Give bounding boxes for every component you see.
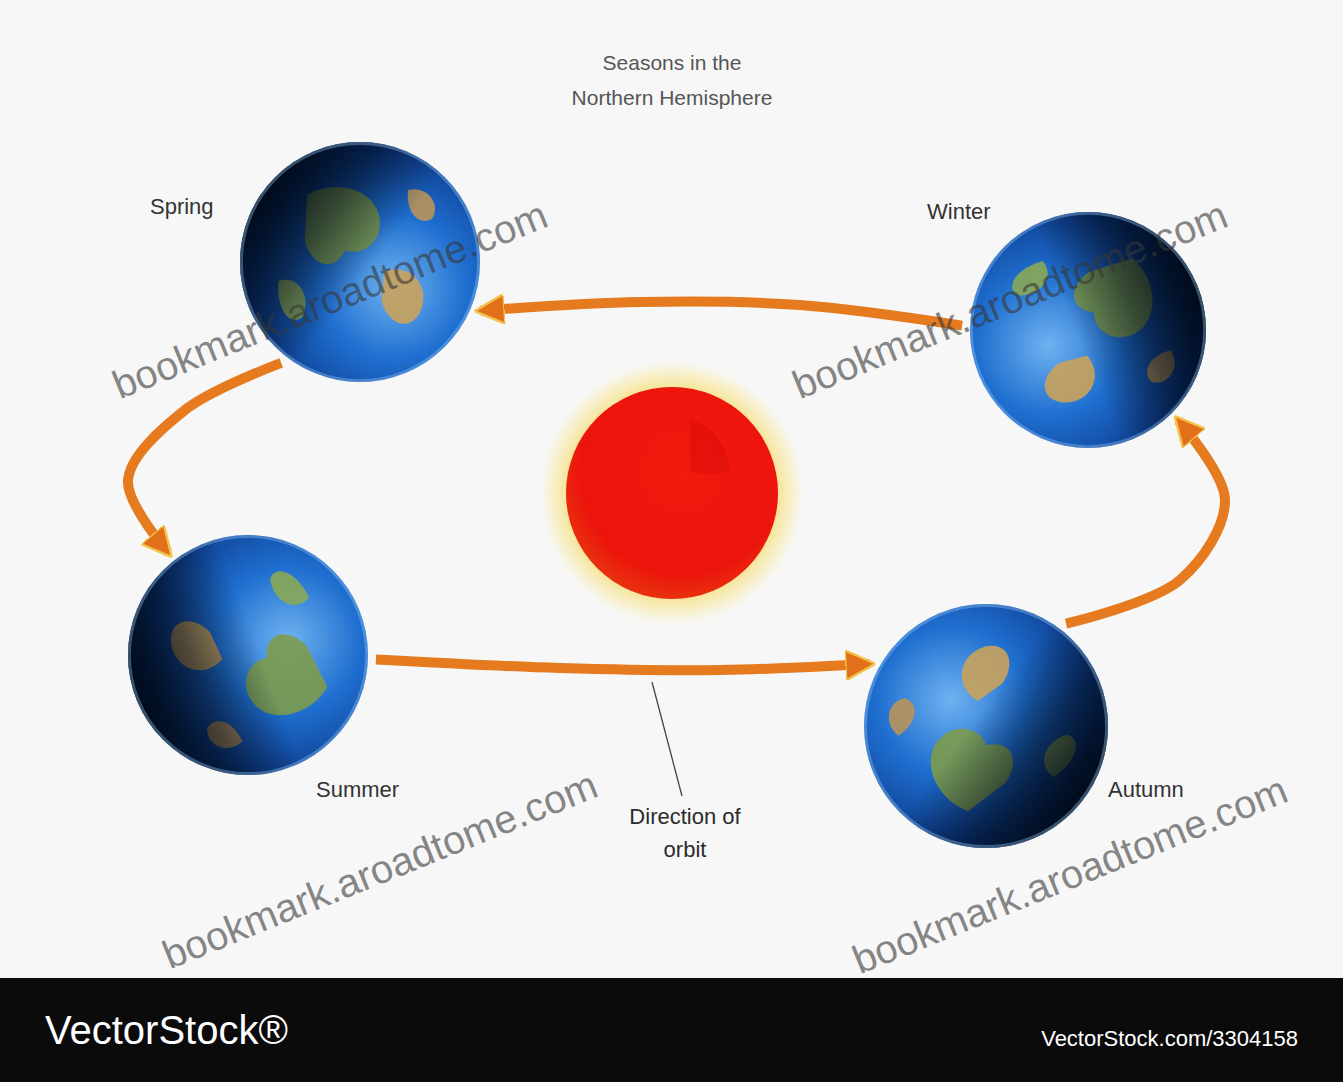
leader-line: [652, 682, 682, 796]
orbit-arrow: [1066, 421, 1225, 624]
earth-rim: [865, 605, 1106, 846]
earth-globe: Summer: [128, 535, 368, 775]
sun-glow: [536, 357, 808, 629]
earth-ocean: [864, 604, 1108, 848]
footer-bar: [0, 978, 1343, 1082]
footer-text: VectorStock.com/3304158: [1041, 1026, 1298, 1052]
orbit-arrow: [481, 301, 963, 325]
season-label: Spring: [150, 194, 214, 220]
earth-ocean: [128, 535, 368, 775]
orbit-arrow: [376, 659, 870, 670]
season-label: Winter: [927, 199, 991, 225]
callout-label: Direction of orbit: [610, 800, 760, 866]
earth-illustration: [864, 604, 1108, 848]
earth-night-side: [864, 604, 1108, 848]
season-label: Autumn: [1108, 777, 1184, 803]
sun-spot: [690, 420, 730, 474]
earth-globe: Autumn: [864, 604, 1108, 848]
diagram-title: Seasons in the Northern Hemisphere: [565, 45, 779, 115]
sun: [566, 387, 778, 599]
earth-illustration: [128, 535, 368, 775]
earth-rim: [129, 536, 366, 773]
season-label: Summer: [316, 777, 399, 803]
earth-night-side: [128, 535, 368, 775]
footer-text: VectorStock®: [45, 1008, 288, 1053]
